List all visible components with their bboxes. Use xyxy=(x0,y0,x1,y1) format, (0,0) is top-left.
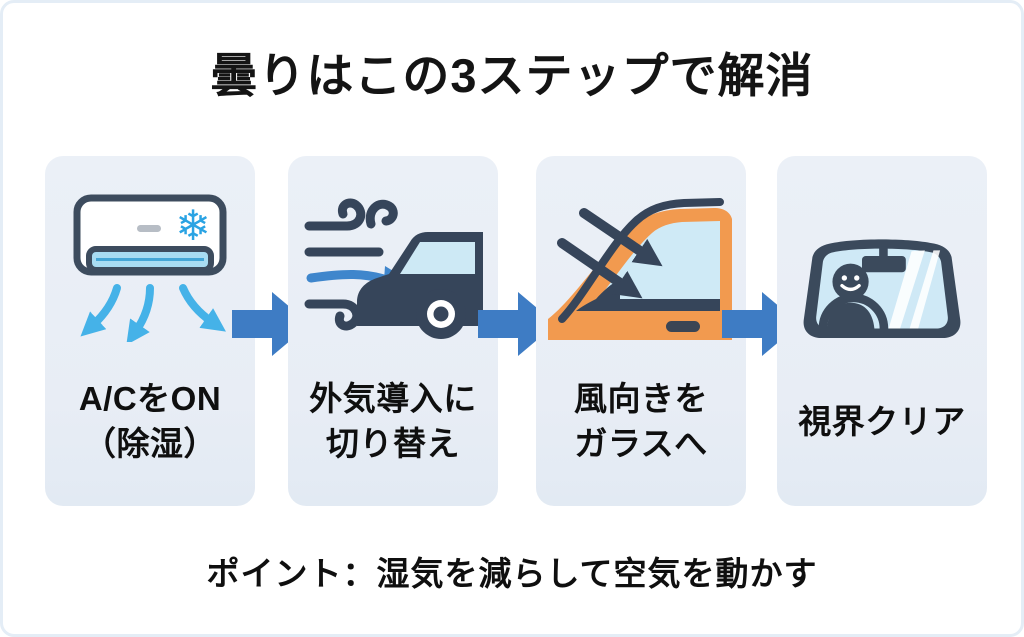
air-conditioner-icon: ❄ xyxy=(45,192,255,342)
step-label: A/CをON （除湿） xyxy=(45,350,255,492)
step-label: 風向きを ガラスへ xyxy=(536,350,746,492)
step-card-ac-on: ❄ A/CをON （除湿） xyxy=(45,156,255,506)
clear-windshield-icon xyxy=(777,192,987,342)
step-label-line1: A/CをON xyxy=(78,380,222,417)
step-label-line2: 切り替え xyxy=(326,425,460,462)
step-card-outside-air: 外気導入に 切り替え xyxy=(288,156,498,506)
step-card-clear-view: 視界クリア xyxy=(777,156,987,506)
step-label: 視界クリア xyxy=(777,350,987,492)
svg-text:❄: ❄ xyxy=(175,201,210,250)
outside-air-car-icon xyxy=(288,192,498,342)
step-label: 外気導入に 切り替え xyxy=(288,350,498,492)
step-label-line2: ガラスへ xyxy=(574,425,708,462)
airflow-to-glass-icon xyxy=(536,192,746,342)
step-label-line1: 外気導入に xyxy=(309,380,477,417)
step-label-line1: 視界クリア xyxy=(798,402,966,440)
footer-note: ポイント：湿気を減らして空気を動かす xyxy=(206,555,818,592)
step-card-airflow-to-glass: 風向きを ガラスへ xyxy=(536,156,746,506)
page-title: 曇りはこの3ステップで解消 xyxy=(210,49,814,102)
step-label-line1: 風向きを xyxy=(574,380,708,417)
step-label-line2: （除湿） xyxy=(83,425,217,462)
